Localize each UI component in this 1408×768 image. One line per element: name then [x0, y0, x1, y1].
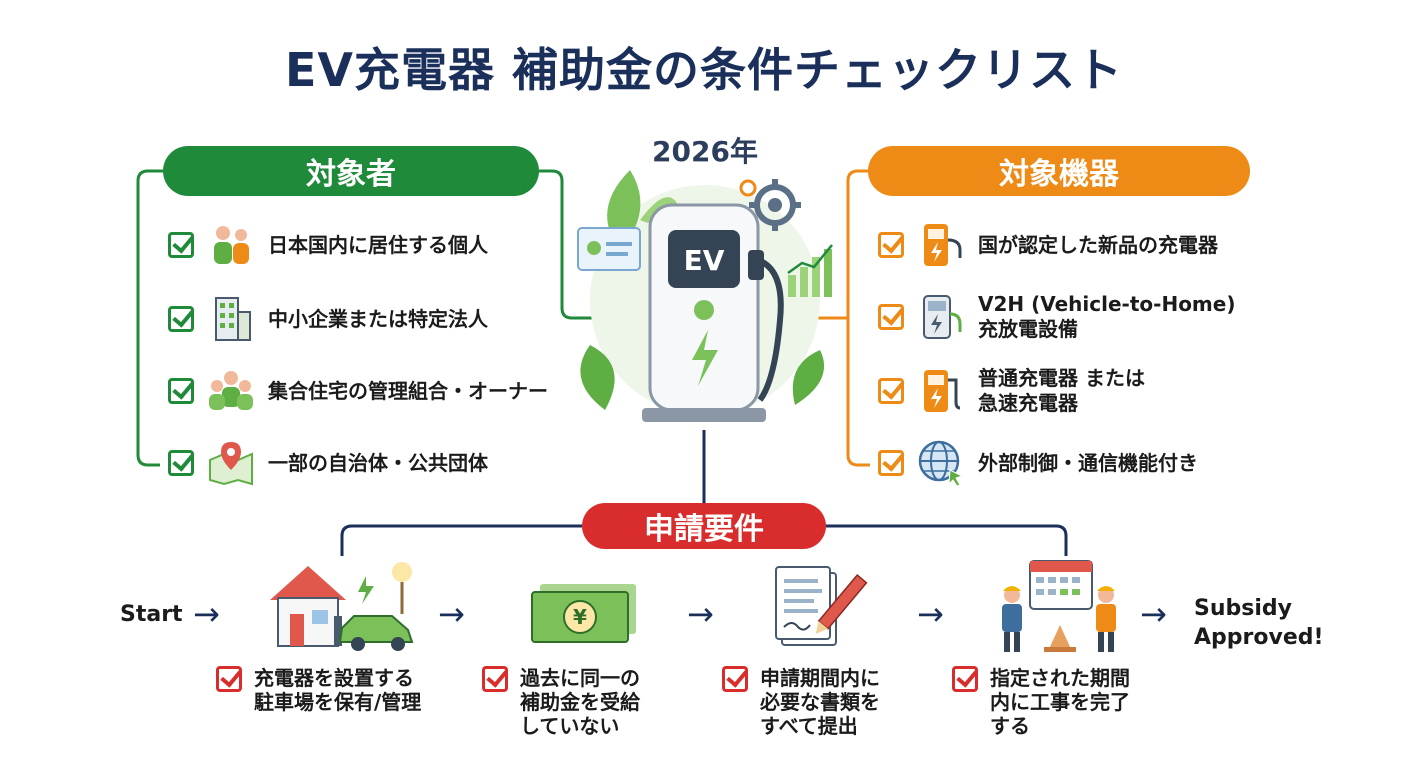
step-line: 必要な書類を	[760, 690, 880, 714]
checkbox-icon	[722, 666, 748, 692]
checkbox-icon	[878, 304, 904, 330]
step-line: 補助金を受給	[520, 690, 640, 714]
end-label-line2: Approved!	[1194, 625, 1324, 650]
arrow-right-icon: →	[1140, 595, 1167, 633]
checkbox-icon	[878, 450, 904, 476]
arrow-right-icon: →	[917, 595, 944, 633]
item-label: 集合住宅の管理組合・オーナー	[268, 378, 548, 403]
item-label: 普通充電器 または	[978, 366, 1145, 390]
item-label: 中小企業または特定法人	[268, 306, 488, 331]
step-line: 過去に同一の	[520, 666, 640, 690]
checkbox-icon	[878, 378, 904, 404]
arrow-right-icon: →	[438, 595, 465, 633]
ev-charger-illustration: EV	[577, 170, 833, 422]
list-item: 集合住宅の管理組合・オーナー	[168, 366, 548, 416]
step-caption: 過去に同一の 補助金を受給 していない	[482, 666, 640, 738]
step-line: 指定された期間	[990, 666, 1130, 690]
step-caption: 充電器を設置する 駐車場を保有/管理	[216, 666, 421, 714]
checkbox-icon	[168, 232, 194, 258]
step-line: 内に工事を完了	[990, 690, 1130, 714]
year-label: 2026年	[652, 135, 758, 168]
building-icon	[215, 297, 251, 341]
checkbox-icon	[168, 306, 194, 332]
page-title: EV充電器 補助金の条件チェックリスト	[284, 43, 1124, 97]
step-caption: 申請期間内に 必要な書類を すべて提出	[722, 666, 880, 738]
subsidy-approved-label: Subsidy Approved!	[1194, 594, 1324, 652]
gear-icon	[749, 179, 801, 231]
checkbox-icon	[168, 378, 194, 404]
checkbox-icon	[168, 450, 194, 476]
arrow-right-icon: →	[193, 595, 220, 633]
checkbox-icon	[878, 232, 904, 258]
list-item: 普通充電器 または 急速充電器	[878, 366, 1145, 416]
checkbox-icon	[216, 666, 242, 692]
id-card-icon	[577, 227, 641, 271]
step-line: する	[990, 714, 1030, 738]
target-persons-header: 対象者	[163, 146, 539, 196]
svg-text:¥: ¥	[573, 605, 587, 629]
item-label: V2H (Vehicle-to-Home)	[978, 292, 1236, 316]
checkbox-icon	[482, 666, 508, 692]
map-pin-icon	[209, 442, 253, 486]
flow-start-label: Start	[120, 602, 183, 627]
arrow-right-icon: →	[687, 595, 714, 633]
list-item: 国が認定した新品の充電器	[878, 220, 1218, 270]
bolt-icon	[692, 330, 718, 386]
v2h-icon	[923, 295, 962, 339]
list-item: 一部の自治体・公共団体	[168, 438, 488, 488]
item-label: 一部の自治体・公共団体	[268, 450, 488, 475]
step-line: 申請期間内に	[760, 666, 880, 690]
end-label-line1: Subsidy	[1194, 596, 1292, 621]
list-item: 外部制御・通信機能付き	[878, 438, 1198, 488]
item-label: 国が認定した新品の充電器	[978, 232, 1218, 257]
checkbox-icon	[952, 666, 978, 692]
target-devices-header: 対象機器	[868, 146, 1250, 196]
step-line: していない	[520, 714, 620, 738]
item-label: 日本国内に居住する個人	[268, 232, 488, 257]
svg-text:EV: EV	[684, 244, 725, 277]
step-line: 駐車場を保有/管理	[254, 690, 422, 714]
item-label: 外部制御・通信機能付き	[978, 450, 1198, 475]
step-caption: 指定された期間 内に工事を完了 する	[952, 666, 1130, 738]
item-label-line2: 充放電設備	[978, 317, 1078, 341]
step-line: すべて提出	[760, 714, 858, 738]
house-car-icon	[270, 562, 414, 651]
item-label-line2: 急速充電器	[978, 391, 1078, 415]
list-item: 中小企業または特定法人	[168, 294, 488, 344]
family-icon	[214, 226, 249, 264]
growth-chart-icon	[787, 244, 833, 297]
globe-icon	[918, 440, 964, 487]
document-pen-icon	[775, 566, 868, 646]
group-icon	[209, 371, 253, 410]
workers-calendar-icon	[1002, 560, 1116, 652]
list-item: V2H (Vehicle-to-Home) 充放電設備	[878, 292, 1235, 342]
yen-bill-icon: ¥	[531, 584, 636, 643]
requirements-header: 申請要件	[582, 503, 826, 549]
charger-icon	[924, 224, 962, 266]
list-item: 日本国内に居住する個人	[168, 220, 488, 270]
step-line: 充電器を設置する	[254, 666, 414, 690]
fuel-charger-icon	[924, 370, 961, 412]
